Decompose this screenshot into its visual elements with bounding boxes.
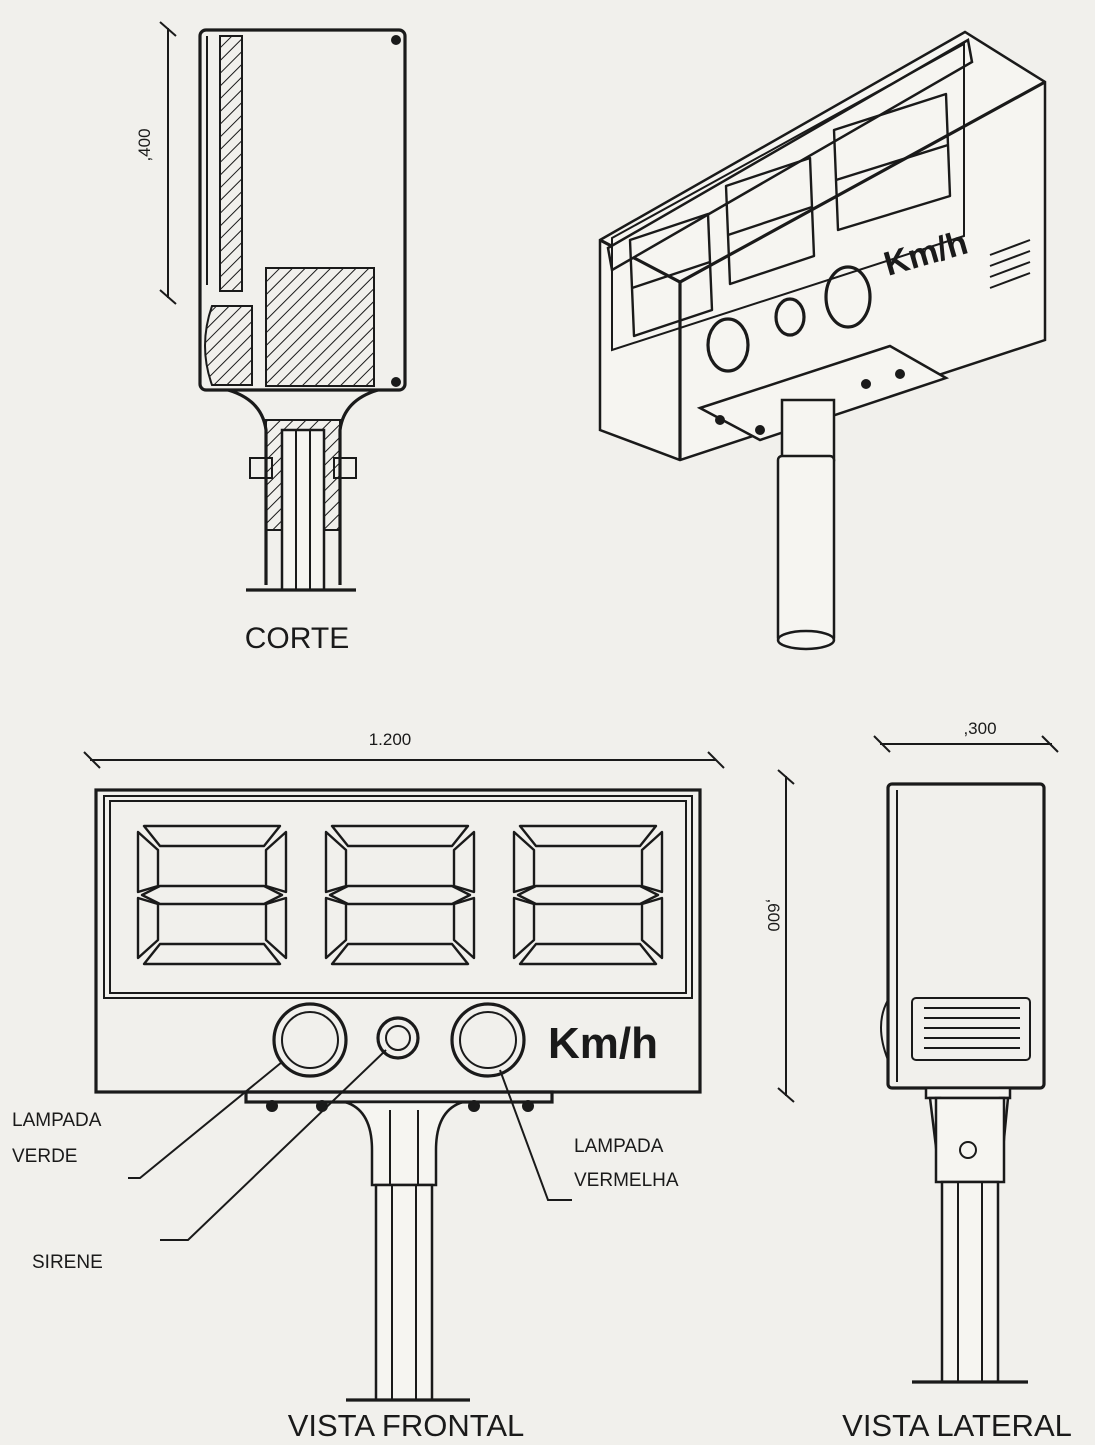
perspective-view: Km/h <box>598 30 1047 651</box>
siren-icon <box>376 1016 420 1060</box>
red-lamp-icon <box>450 1002 526 1078</box>
side-view: ,300 VISTA LATERAL <box>842 719 1072 1443</box>
red-lamp-label-line2: VERMELHA <box>574 1170 679 1191</box>
front-width-label: 1.200 <box>369 730 412 749</box>
side-view-title: VISTA LATERAL <box>842 1408 1072 1443</box>
side-width-label: ,300 <box>963 719 996 738</box>
front-height-label: ,600 <box>764 898 783 931</box>
front-digit-3 <box>512 824 664 966</box>
front-view-title: VISTA FRONTAL <box>288 1408 525 1443</box>
section-view: ,400 CORTE <box>135 21 407 655</box>
siren-label: SIRENE <box>32 1252 103 1273</box>
front-unit-label: Km/h <box>548 1019 658 1068</box>
red-lamp-label-line1: LAMPADA <box>574 1136 664 1157</box>
corte-title: CORTE <box>245 622 349 655</box>
side-vents <box>924 1007 1020 1049</box>
green-lamp-icon <box>272 1002 348 1078</box>
front-digit-2 <box>324 824 476 966</box>
front-digit-1 <box>136 824 288 966</box>
green-lamp-label-line2: VERDE <box>12 1146 77 1167</box>
front-width-dimension: 1.200 <box>83 730 725 769</box>
corte-height-label: ,400 <box>135 128 154 161</box>
side-width-dimension: ,300 <box>873 719 1059 753</box>
corte-dimension: ,400 <box>135 21 177 305</box>
perspective-vents <box>989 239 1031 289</box>
front-view: 1.200 ,600 Km/h <box>12 730 795 1443</box>
green-lamp-label-line1: LAMPADA <box>12 1110 102 1131</box>
front-height-dimension: ,600 <box>764 769 795 1103</box>
